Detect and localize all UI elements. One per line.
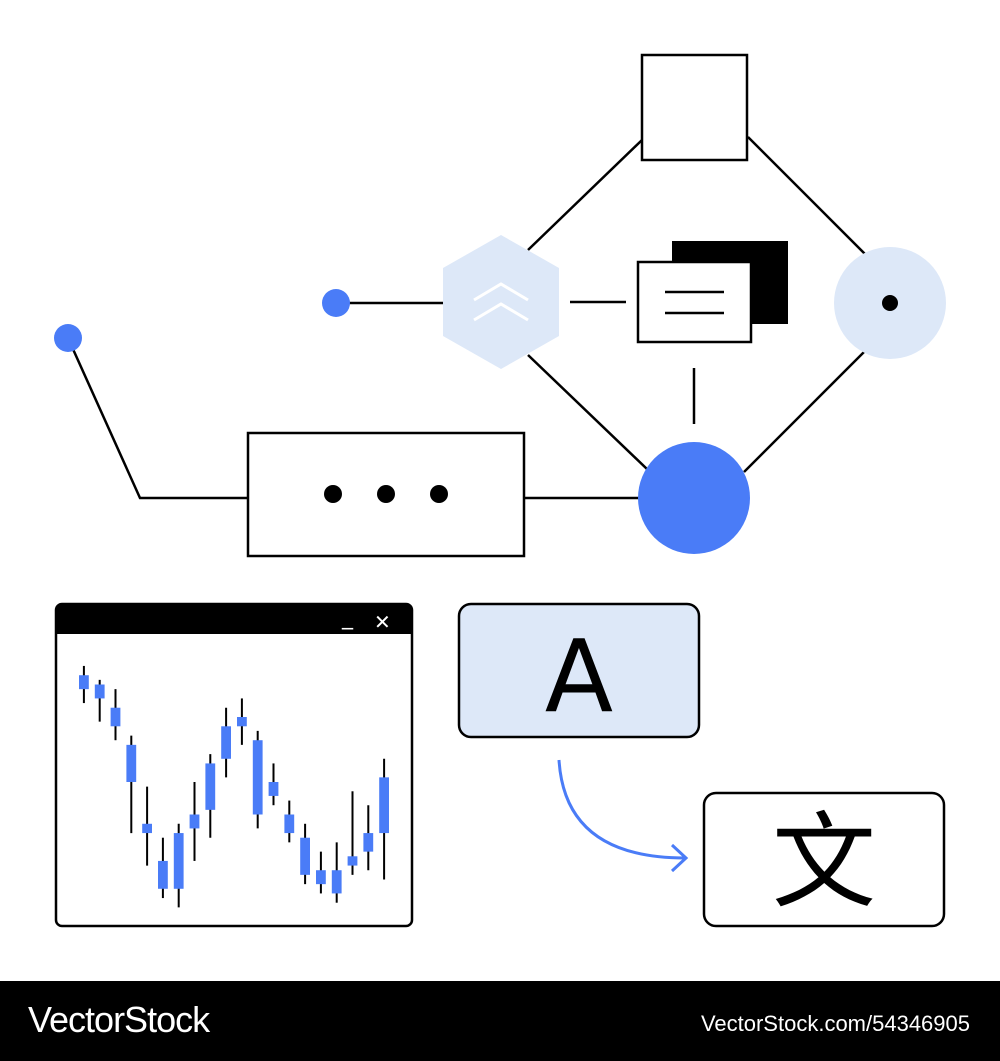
target-frame [702,791,946,928]
candle-body [316,870,326,885]
hub-circle [638,442,750,554]
source-language-box[interactable]: A [457,602,701,739]
candle-body [205,763,216,810]
target-dot [882,295,898,311]
hexagon-node [443,235,559,369]
candle-body [237,717,247,727]
stacked-cards-icon [636,241,788,344]
candle-body [221,726,231,759]
brand-logo: VectorStock [28,999,210,1040]
ellipsis-box [246,431,526,558]
endpoint-node [322,289,350,317]
footer-bar: VectorStock VectorStock.com/54346905 [0,981,1000,1061]
candle-body [379,777,389,834]
card-front [636,260,753,344]
edge-hexagon-hub [527,354,649,471]
candle-body [142,823,152,834]
target-glyph: 文 [772,801,876,923]
edge-square-circle [747,136,867,256]
connector-lines [66,136,867,500]
source-glyph: A [545,618,613,735]
ellipsis-icon [324,485,448,503]
candle-body [300,837,310,875]
candle-body [173,833,184,889]
candle-body [94,684,105,699]
endpoint-node [54,324,82,352]
minimize-button[interactable]: _ [341,605,354,630]
image-reference: VectorStock.com/54346905 [700,1011,970,1036]
source-frame [457,602,701,739]
window-titlebar [56,604,412,634]
candle-body [110,707,121,727]
curved-arrow-icon [557,759,689,873]
candle-body [284,814,295,834]
candle-body [268,782,279,796]
square-node [640,53,749,162]
chart-window: _ ✕ [54,602,414,928]
candle-body [363,833,374,852]
window-frame [54,602,414,928]
candle-body [252,740,263,815]
candle-body [126,744,137,782]
illustration: _ ✕ A 文 [54,53,946,928]
edge-square-hexagon [527,139,643,251]
candle-body [331,870,342,894]
edge-circle-hub [743,351,865,473]
candle-body [189,814,200,829]
candle-body [347,856,358,866]
candle-body [158,860,168,889]
edge-node-dots [66,337,248,500]
chevrons-up-icon [473,282,529,322]
hexagon-shape [443,235,559,369]
candlestick-chart [79,665,389,908]
target-language-box[interactable]: 文 [702,791,946,928]
candle-body [79,675,89,690]
close-button[interactable]: ✕ [374,610,391,634]
